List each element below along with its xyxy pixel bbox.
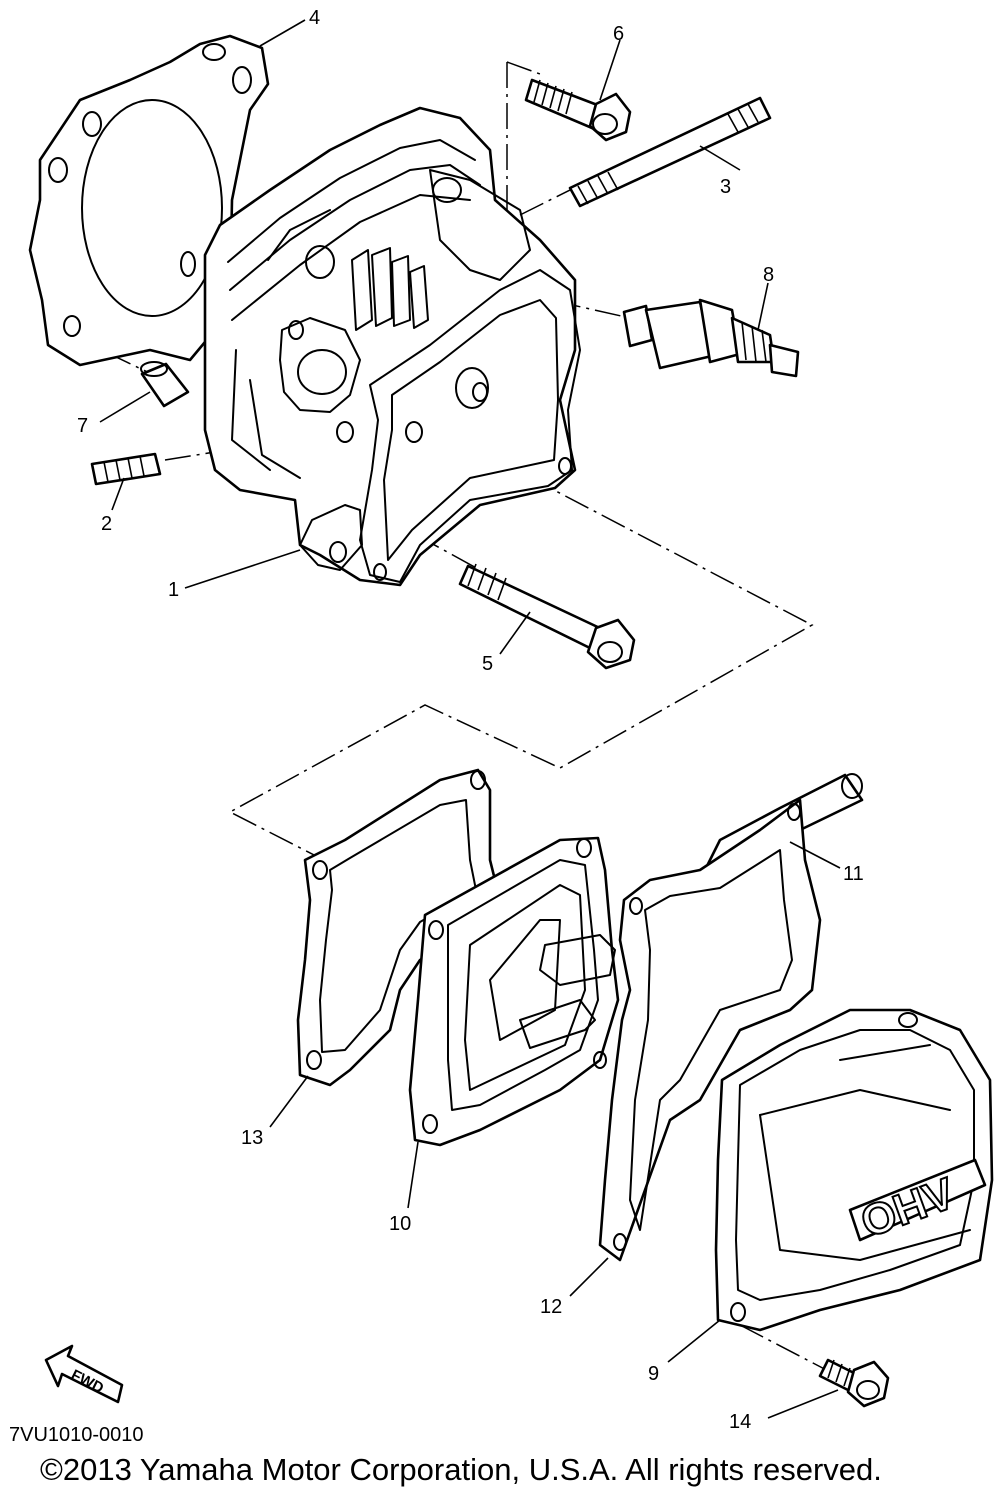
callout-14: 14 xyxy=(729,1411,751,1433)
callout-8: 8 xyxy=(763,264,774,286)
callout-13: 13 xyxy=(241,1127,263,1149)
part-2-stud xyxy=(90,452,162,486)
part-9-head-cover: OHV xyxy=(714,1008,994,1332)
callout-3: 3 xyxy=(720,176,731,198)
callout-9: 9 xyxy=(648,1363,659,1385)
callout-4: 4 xyxy=(309,7,320,29)
part-12-gasket xyxy=(598,798,822,1262)
leader-lines xyxy=(99,19,841,1419)
part-3-stud-bolt xyxy=(568,96,772,208)
callout-1: 1 xyxy=(168,579,179,601)
part-1-cylinder-head xyxy=(203,106,581,587)
callout-12: 12 xyxy=(540,1296,562,1318)
callout-6: 6 xyxy=(613,23,624,45)
part-14-bolt xyxy=(818,1358,890,1408)
part-5-bolt xyxy=(458,563,636,670)
callout-11: 11 xyxy=(843,863,864,885)
diagram-code: 7VU1010-0010 xyxy=(9,1424,144,1446)
part-6-bolt xyxy=(524,78,632,142)
callout-labels: 4 6 3 8 7 2 1 5 11 13 10 12 9 14 xyxy=(77,7,864,1433)
callout-5: 5 xyxy=(482,653,493,675)
copyright-notice: ©2013 Yamaha Motor Corporation, U.S.A. A… xyxy=(40,1452,882,1487)
callout-10: 10 xyxy=(389,1213,411,1235)
part-10-breather-plate xyxy=(408,836,620,1147)
fwd-direction-arrow: FWD xyxy=(44,1344,124,1404)
callout-7: 7 xyxy=(77,415,88,437)
part-8-spark-plug xyxy=(622,298,800,378)
callout-2: 2 xyxy=(101,513,112,535)
part-7-dowel-pin xyxy=(140,361,190,408)
part-13-gasket xyxy=(296,768,502,1087)
